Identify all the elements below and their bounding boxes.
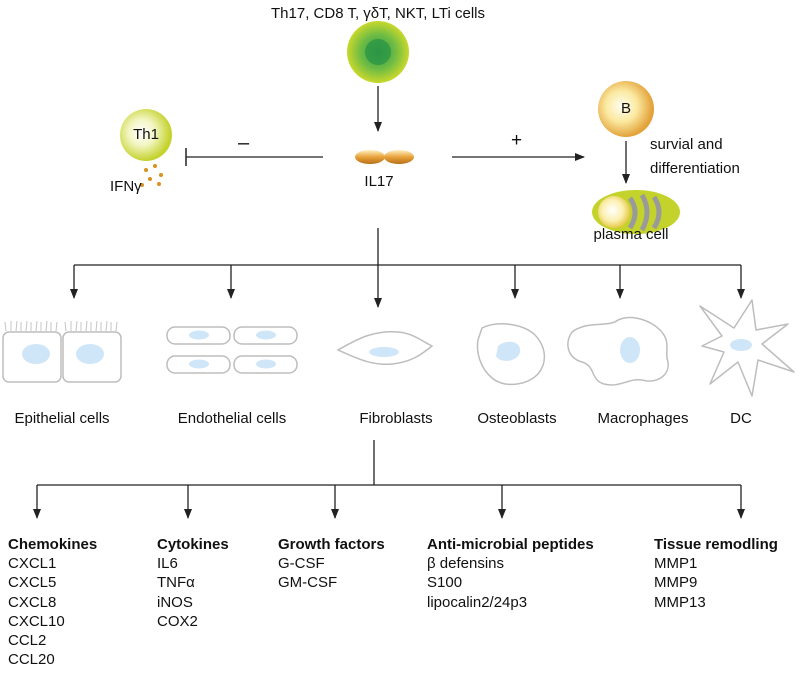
output-item: CXCL10	[8, 612, 65, 630]
output-item: CCL20	[8, 651, 55, 669]
target-label-macrophages: Macrophages	[597, 410, 689, 427]
b-cell-label: B	[620, 100, 632, 117]
dendritic-cell-icon	[699, 299, 795, 397]
output-item: CCL2	[8, 632, 47, 650]
output-item: TNFα	[157, 574, 195, 592]
osteoblast-icon	[476, 322, 546, 386]
producer-cells-label: Th17, CD8 T, γδT, NKT, LTi cells	[271, 5, 485, 22]
plasma-cell-label: plasma cell	[593, 226, 669, 243]
plasma-cell-icon	[592, 190, 680, 234]
output-tissue-remodling: Tissue remodling MMP1 MMP9 MMP13	[654, 535, 778, 612]
output-item: CXCL5	[8, 574, 57, 592]
b-cell-effect-line2: differentiation	[650, 160, 740, 177]
output-item: CXCL8	[8, 593, 57, 611]
target-tree	[70, 228, 745, 308]
output-item: iNOS	[157, 593, 193, 611]
output-item: CXCL1	[8, 555, 57, 573]
inhibition-sign: –	[238, 132, 250, 154]
inhibition-line	[185, 148, 323, 166]
output-item: MMP13	[654, 593, 706, 611]
output-item: MMP9	[654, 574, 698, 592]
il17-label: IL17	[364, 173, 394, 190]
output-heading: Tissue remodling	[654, 536, 778, 553]
th1-cell-icon	[120, 109, 172, 161]
output-cytokines: Cytokines IL6 TNFα iNOS COX2	[157, 535, 229, 631]
target-label-epithelial: Epithelial cells	[14, 410, 110, 427]
il17-molecule-icon	[355, 150, 414, 164]
output-heading: Cytokines	[157, 536, 229, 553]
endothelial-cells-icon	[166, 326, 298, 374]
output-item: MMP1	[654, 555, 698, 573]
output-heading: Growth factors	[278, 536, 385, 553]
output-item: S100	[427, 574, 463, 592]
target-label-dc: DC	[730, 410, 752, 427]
output-heading: Anti-microbial peptides	[427, 536, 594, 553]
target-label-endothelial: Endothelial cells	[177, 410, 287, 427]
output-antimicrobial-peptides: Anti-microbial peptides β defensins S100…	[427, 535, 594, 612]
output-item: GM-CSF	[278, 574, 338, 592]
output-item: β defensins	[427, 555, 505, 573]
output-item: IL6	[157, 555, 178, 573]
output-item: G-CSF	[278, 555, 325, 573]
epithelial-cells-icon	[2, 320, 122, 383]
target-label-osteoblasts: Osteoblasts	[477, 410, 557, 427]
target-label-fibroblasts: Fibroblasts	[359, 410, 433, 427]
output-item: COX2	[157, 612, 198, 630]
ifng-label: IFNγ	[110, 178, 142, 195]
promotion-sign: +	[511, 130, 523, 151]
output-tree	[33, 440, 745, 519]
fibroblast-icon	[336, 331, 434, 366]
b-cell-icon	[598, 81, 654, 137]
th1-label: Th1	[133, 126, 159, 143]
macrophage-icon	[567, 316, 669, 386]
output-chemokines: Chemokines CXCL1 CXCL5 CXCL8 CXCL10 CCL2…	[8, 535, 97, 669]
b-cell-effect-line1: survial and	[650, 136, 723, 153]
producer-cell-icon	[347, 21, 409, 83]
ifng-particles-icon	[140, 164, 163, 187]
output-heading: Chemokines	[8, 536, 98, 553]
output-growth-factors: Growth factors G-CSF GM-CSF	[278, 535, 385, 593]
output-item: lipocalin2/24p3	[427, 593, 528, 611]
